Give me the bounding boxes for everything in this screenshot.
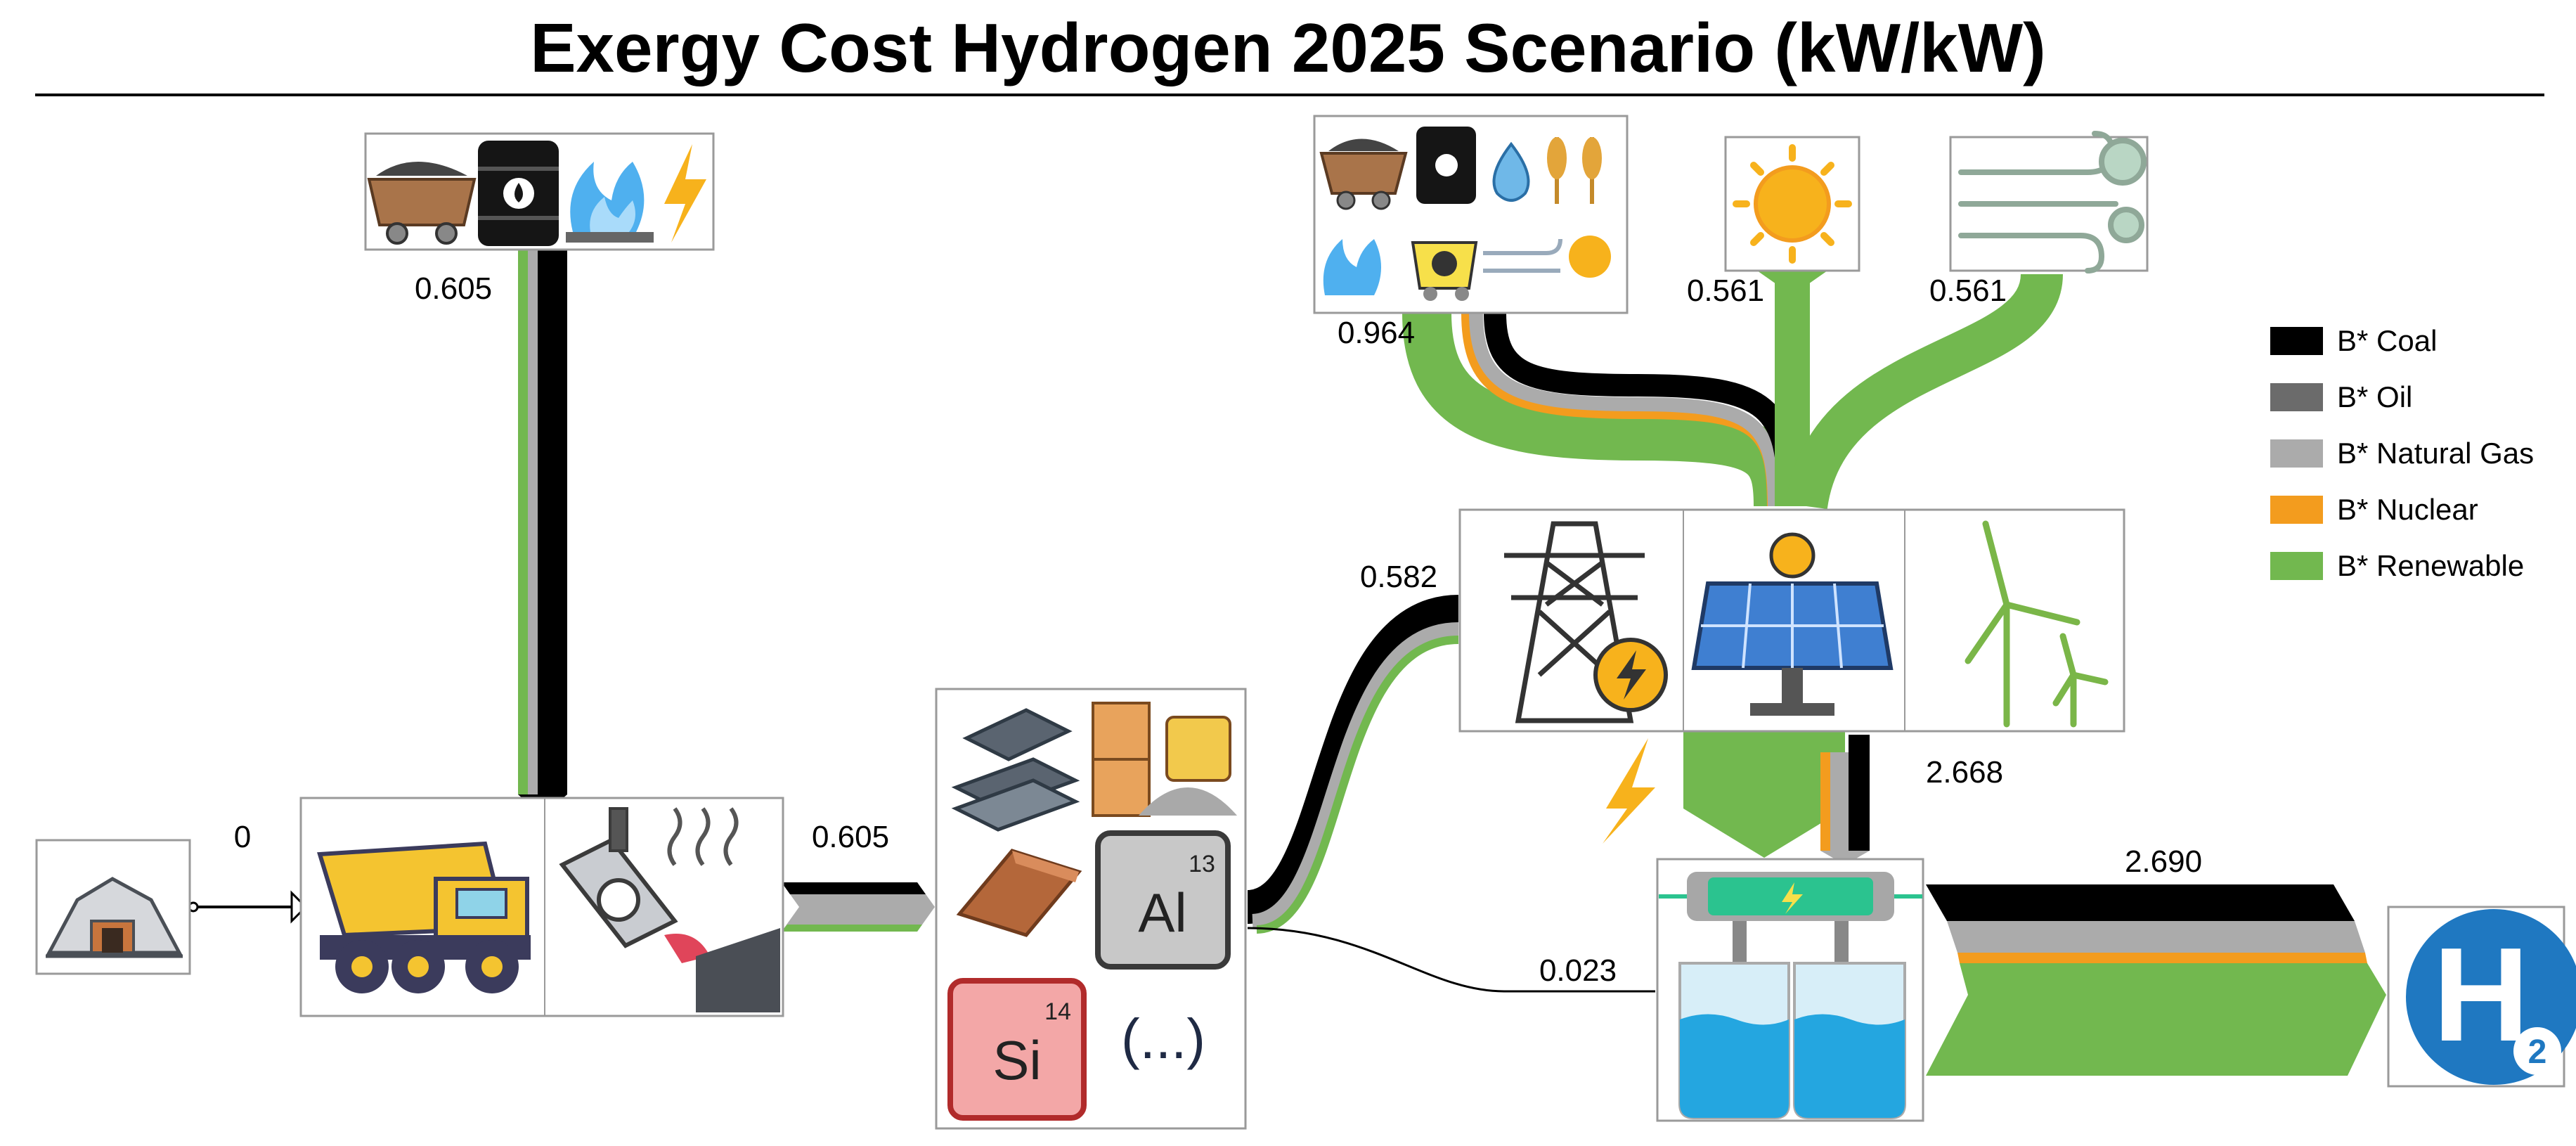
silicon-element-icon: 14 Si [947, 978, 1087, 1121]
aluminium-symbol: Al [1138, 882, 1186, 944]
flow-label-materials-to-power: 0.582 [1360, 560, 1437, 594]
water-drop-icon [1492, 141, 1530, 202]
electrolyzer-icon [1659, 872, 1922, 1119]
flow-fossil-to-mining [518, 250, 567, 816]
flow-electrolyzer-to-h2 [1926, 884, 2386, 1076]
steel-beams-icon [951, 708, 1080, 832]
legend-swatch [2270, 327, 2323, 355]
legend-label: B* Nuclear [2337, 493, 2478, 526]
flow-materials-to-power [1245, 595, 1460, 934]
nuclear-cart-icon [1411, 241, 1478, 301]
energy-mix-node [1313, 115, 1629, 314]
flow-label-power-to-electrolyzer: 2.668 [1926, 755, 2003, 790]
h2-letter: H [2433, 920, 2529, 1069]
electricity-bolt-icon [664, 144, 706, 243]
legend-item: B* Oil [2270, 380, 2412, 413]
natural-gas-flame-icon [566, 162, 654, 243]
hydrogen-h2-icon: H 2 [2406, 909, 2576, 1085]
silicon-symbol: Si [992, 1029, 1041, 1091]
biomass-wheat-icon [1547, 137, 1602, 204]
power-generation-node [1458, 508, 2125, 733]
mine-icon [46, 877, 183, 958]
aluminium-number: 13 [1189, 851, 1215, 877]
sun-icon [1733, 144, 1852, 264]
hydrogen-node: H 2 [2387, 906, 2576, 1088]
lightning-bolt-icon [1603, 738, 1655, 844]
fossil-sources-node [364, 132, 715, 251]
copper-ingot-icon [956, 849, 1082, 937]
legend-swatch [2270, 439, 2323, 468]
flow-label-fossil-to-mining: 0.605 [415, 271, 492, 306]
mining-node [299, 797, 784, 1017]
silicon-number: 14 [1044, 998, 1071, 1025]
mine-node [35, 839, 191, 975]
flow-wind-to-power [1785, 272, 2063, 510]
coal-cart-icon [1319, 139, 1408, 210]
flow-energymix-to-power [1402, 312, 1803, 507]
coal-cart-icon [367, 162, 477, 245]
legend-swatch [2270, 383, 2323, 411]
transmission-tower-icon [1504, 521, 1668, 723]
flow-power-to-electrolyzer [1683, 731, 1870, 865]
h2-subscript: 2 [2528, 1034, 2547, 1071]
flow-label-solar-to-power: 0.561 [1687, 273, 1764, 308]
natural-gas-flame-icon [1323, 239, 1381, 295]
flow-materials-to-electrolyzer [1247, 927, 1655, 993]
flow-label-electrolyzer-to-h2: 2.690 [2125, 844, 2202, 879]
legend-label: B* Coal [2337, 324, 2437, 357]
legend-item: B* Natural Gas [2270, 437, 2534, 470]
flow-label-wind-to-power: 0.561 [1929, 273, 2007, 308]
flow-label-mining-to-materials: 0.605 [812, 820, 889, 854]
wind-icon [1958, 131, 2147, 273]
goods-boxes-icon [1092, 702, 1237, 817]
wind-turbines-icon [1965, 520, 2109, 728]
solar-panel-icon [1691, 532, 1894, 716]
legend-label: B* Renewable [2337, 549, 2524, 582]
oil-barrel-icon [478, 141, 559, 246]
more-materials-text: (...) [1121, 1007, 1205, 1070]
diagram-title: Exergy Cost Hydrogen 2025 Scenario (kW/k… [530, 9, 2046, 86]
legend-item: B* Coal [2270, 324, 2437, 357]
electrolyzer-node [1656, 858, 1924, 1122]
flow-mining-to-materials [782, 882, 935, 932]
flow-solar-to-power [1757, 267, 1827, 506]
flow-mine-to-mining [188, 890, 308, 924]
oil-barrel-icon [1416, 127, 1476, 204]
materials-node: 13 Al 14 Si (...) [935, 688, 1247, 1130]
wind-swirl-icon [1483, 238, 1562, 273]
smelting-crucible-icon [559, 807, 780, 1012]
solar-node [1724, 136, 1860, 272]
legend-swatch [2270, 496, 2323, 524]
legend-label: B* Oil [2337, 380, 2412, 413]
legend-swatch [2270, 552, 2323, 580]
aluminium-element-icon: 13 Al [1095, 830, 1231, 970]
flow-label-energymix-to-power: 0.964 [1338, 316, 1415, 350]
legend-label: B* Natural Gas [2337, 437, 2534, 470]
flow-label-mine-to-mining: 0 [234, 820, 251, 854]
legend: B* Coal B* Oil B* Natural Gas B* Nuclear B* … [2270, 324, 2534, 582]
wind-node [1949, 131, 2149, 273]
sun-icon [1569, 236, 1611, 278]
legend-item: B* Renewable [2270, 549, 2524, 582]
legend-item: B* Nuclear [2270, 493, 2478, 526]
dump-truck-icon [317, 841, 531, 993]
flow-label-materials-to-electrolyzer: 0.023 [1539, 953, 1617, 988]
